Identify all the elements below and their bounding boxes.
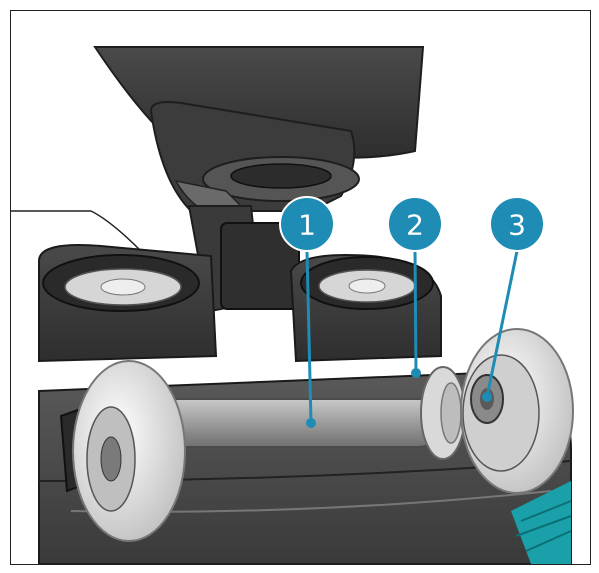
diagram-frame: 1 2 3 xyxy=(10,10,591,565)
callout-2-leader xyxy=(413,250,418,374)
axle-shaft xyxy=(150,398,442,448)
callout-1-label: 1 xyxy=(298,209,316,242)
brush-bristles xyxy=(511,481,572,564)
callout-1: 1 xyxy=(279,196,335,252)
callout-3: 3 xyxy=(489,196,545,252)
callout-1-leader xyxy=(305,250,313,424)
callout-2-label: 2 xyxy=(406,209,424,242)
callout-2: 2 xyxy=(387,196,443,252)
machine-illustration: 1 2 3 xyxy=(11,46,574,564)
callout-3-label: 3 xyxy=(508,209,526,242)
callout-3-leader xyxy=(485,250,519,398)
